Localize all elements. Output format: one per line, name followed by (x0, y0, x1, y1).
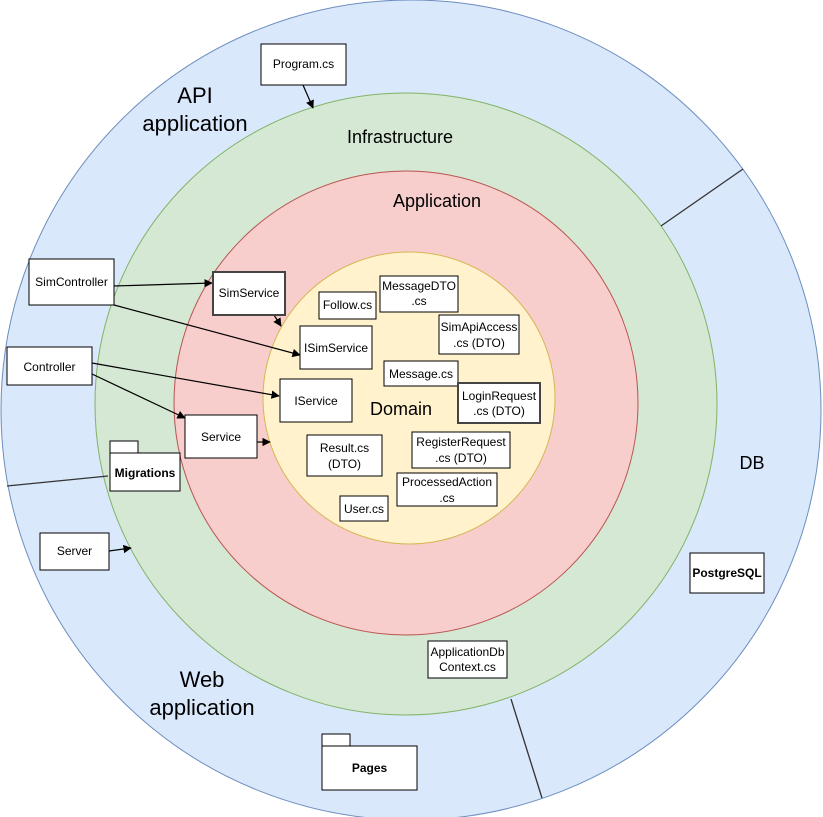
isimservice-box[interactable]: ISimService (299, 325, 373, 370)
login-request-label-line1: LoginRequest (462, 389, 537, 403)
web-application-label-line2: application (149, 695, 254, 720)
simcontroller-box[interactable]: SimController (28, 258, 115, 306)
server-box[interactable]: Server (39, 532, 110, 571)
login-request-label-line2: .cs (DTO) (473, 404, 525, 418)
migrations-label: Migrations (115, 466, 176, 480)
app-db-context-label-line1: ApplicationDb (430, 645, 504, 659)
api-web-separator (6, 475, 109, 487)
db-label: DB (739, 453, 764, 473)
user-box[interactable]: User.cs (339, 495, 389, 522)
web-application-label-line1: Web (180, 667, 225, 692)
service-box[interactable]: Service (184, 414, 258, 459)
login-request-box[interactable]: LoginRequest .cs (DTO) (457, 382, 541, 424)
message-dto-label-line1: MessageDTO (382, 279, 456, 293)
domain-label: Domain (370, 399, 432, 419)
result-label-line2: (DTO) (328, 457, 361, 471)
application-label: Application (393, 191, 481, 211)
result-box[interactable]: Result.cs (DTO) (306, 434, 383, 477)
postgresql-box[interactable]: PostgreSQL (689, 552, 765, 594)
message-box[interactable]: Message.cs (383, 360, 459, 387)
iservice-label: IService (294, 394, 338, 408)
user-label: User.cs (344, 502, 384, 516)
migrations-folder[interactable]: Migrations (109, 440, 181, 492)
processed-action-label-line2: .cs (439, 491, 454, 505)
api-application-label-line1: API (177, 83, 212, 108)
controller-box[interactable]: Controller (6, 346, 93, 386)
follow-label: Follow.cs (323, 298, 372, 312)
simservice-box[interactable]: SimService (212, 271, 286, 316)
server-label: Server (57, 544, 92, 558)
controller-to-service-arrow (91, 373, 186, 419)
app-db-context-box[interactable]: ApplicationDb Context.cs (427, 640, 508, 679)
controller-label: Controller (23, 360, 75, 374)
message-dto-label-line2: .cs (411, 294, 426, 308)
api-db-separator (660, 168, 744, 227)
program-to-infrastructure-arrow (302, 84, 314, 109)
register-request-label-line2: .cs (DTO) (435, 451, 487, 465)
web-db-separator (510, 698, 543, 799)
message-dto-box[interactable]: MessageDTO .cs (379, 275, 459, 313)
pages-folder[interactable]: Pages (321, 733, 418, 791)
sim-api-access-label-line1: SimApiAccess (441, 320, 518, 334)
result-label-line1: Result.cs (320, 441, 369, 455)
simservice-to-isimservice-arrow (273, 314, 282, 327)
simcontroller-label: SimController (35, 275, 108, 289)
sim-api-access-label-line2: .cs (DTO) (453, 336, 505, 350)
iservice-box[interactable]: IService (279, 378, 353, 423)
register-request-label-line1: RegisterRequest (416, 435, 506, 449)
postgresql-label: PostgreSQL (692, 566, 761, 580)
register-request-box[interactable]: RegisterRequest .cs (DTO) (411, 431, 511, 469)
infrastructure-label: Infrastructure (347, 127, 453, 147)
program-box[interactable]: Program.cs (260, 43, 347, 86)
simcontroller-to-isimservice-arrow (113, 304, 301, 358)
processed-action-label-line1: ProcessedAction (402, 475, 492, 489)
app-db-context-label-line2: Context.cs (439, 660, 496, 674)
processed-action-box[interactable]: ProcessedAction .cs (396, 472, 498, 507)
pages-label: Pages (352, 761, 388, 775)
message-label: Message.cs (389, 367, 453, 381)
isimservice-label: ISimService (304, 341, 368, 355)
simservice-label: SimService (219, 286, 280, 300)
follow-box[interactable]: Follow.cs (318, 291, 377, 320)
service-label: Service (201, 430, 241, 444)
simcontroller-to-simservice-arrow (113, 279, 213, 288)
sim-api-access-box[interactable]: SimApiAccess .cs (DTO) (438, 314, 520, 355)
program-label: Program.cs (273, 57, 334, 71)
controller-to-iservice-arrow (91, 362, 280, 399)
server-to-infrastructure-arrow (108, 544, 132, 554)
api-application-label-line2: application (142, 111, 247, 136)
